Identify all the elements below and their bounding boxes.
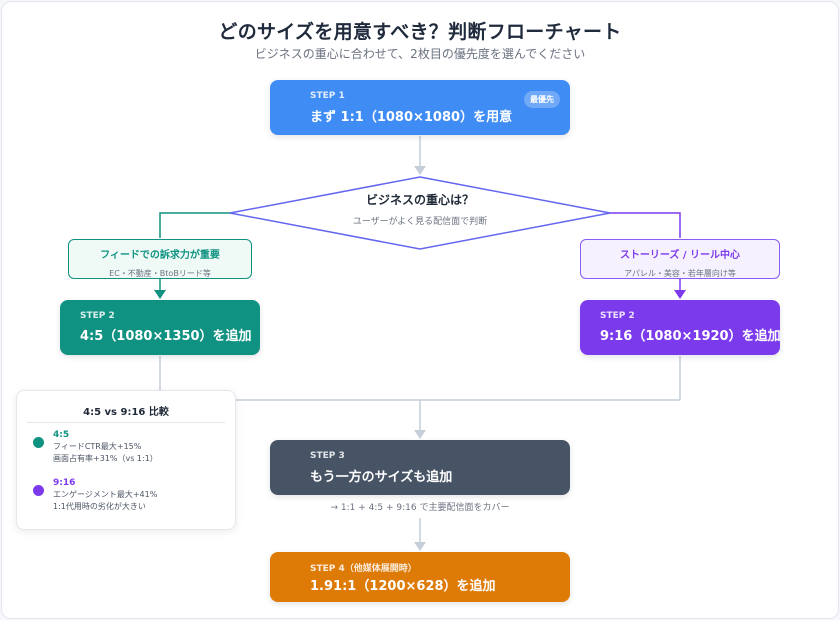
arrowhead-step4 (414, 542, 426, 551)
right-condition-sub: アパレル・美容・若年層向け等 (624, 269, 736, 278)
teal-dot-icon (33, 437, 44, 448)
decision-subtitle: ユーザーがよく見る配信面で判断 (352, 217, 488, 227)
decision-diamond (229, 176, 611, 250)
step3-caption: → 1:1 + 4:5 + 9:16 で主要配信面をカバー (330, 503, 510, 513)
step4-label: STEP 4（他媒体展開時） (310, 564, 417, 574)
left-condition-title: フィードでの訴求力が重要 (100, 250, 220, 261)
step4-box: STEP 4（他媒体展開時） 1.91:1（1200×628）を追加 (270, 552, 570, 602)
step1-label: STEP 1 (310, 91, 345, 101)
comparison-title: 4:5 vs 9:16 比較 (83, 407, 169, 418)
arrowhead-left-step2 (154, 290, 166, 299)
page-subtitle: ビジネスの重心に合わせて、2枚目の優先度を選んでください (254, 47, 586, 61)
priority-badge: 最優先 (524, 91, 560, 108)
step2-right-text: 9:16（1080×1920）を追加 (600, 329, 781, 344)
left-condition-box: フィードでの訴求力が重要 EC・不動産・BtoBリード等 (68, 239, 252, 279)
step3-text: もう一方のサイズも追加 (310, 470, 453, 485)
comparison-item-name: 4:5 (53, 430, 70, 440)
comparison-card: 4:5 vs 9:16 比較 4:5 フィードCTR最大+15% 画面占有率+3… (16, 390, 236, 530)
step1-text: まず 1:1（1080×1080）を用意 (310, 110, 513, 125)
step3-label: STEP 3 (310, 451, 345, 461)
step2-right-box: STEP 2 9:16（1080×1920）を追加 (580, 300, 781, 355)
comparison-item-name: 9:16 (53, 478, 76, 488)
left-condition-sub: EC・不動産・BtoBリード等 (109, 269, 211, 278)
comparison-item-9-16: 9:16 エンゲージメント最大+41% 1:1代用時の劣化が大きい (53, 477, 157, 513)
step1-box: STEP 1 まず 1:1（1080×1080）を用意 最優先 (270, 80, 570, 135)
page-title: どのサイズを用意すべき？判断フローチャート (218, 21, 622, 43)
arrowhead-decision (414, 166, 426, 175)
comparison-divider (27, 422, 225, 423)
decision-title: ビジネスの重心は？ (365, 193, 474, 207)
comparison-item-line: エンゲージメント最大+41% (53, 490, 158, 499)
comparison-item-line: 画面占有率+31%（vs 1:1） (53, 454, 158, 463)
step4-text: 1.91:1（1200×628）を追加 (310, 579, 496, 594)
step2-left-text: 4:5（1080×1350）を追加 (80, 329, 252, 344)
arrowhead-right-step2 (674, 290, 686, 299)
connector-right-branch (608, 212, 681, 238)
step2-left-label: STEP 2 (80, 311, 115, 321)
right-condition-box: ストーリーズ / リール中心 アパレル・美容・若年層向け等 (580, 239, 780, 279)
right-condition-title: ストーリーズ / リール中心 (619, 250, 741, 261)
step2-left-box: STEP 2 4:5（1080×1350）を追加 (60, 300, 260, 355)
comparison-item-4-5: 4:5 フィードCTR最大+15% 画面占有率+31%（vs 1:1） (53, 429, 158, 465)
connector-left-branch (159, 212, 232, 238)
comparison-item-line: 1:1代用時の劣化が大きい (53, 502, 146, 511)
step2-right-label: STEP 2 (600, 311, 635, 321)
comparison-item-line: フィードCTR最大+15% (53, 442, 142, 451)
step3-box: STEP 3 もう一方のサイズも追加 (270, 440, 570, 495)
arrowhead-step3 (414, 430, 426, 439)
purple-dot-icon (33, 485, 44, 496)
